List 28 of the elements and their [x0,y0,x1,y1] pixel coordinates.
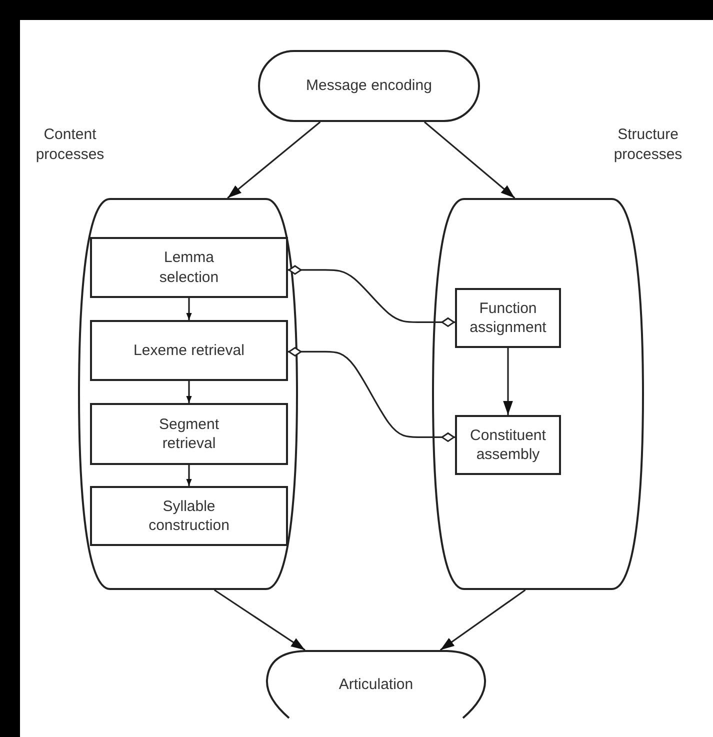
process-box [90,486,288,546]
process-box [455,288,561,348]
process-label: Lexeme retrieval [134,340,244,360]
group-heading: Content processes [34,125,106,164]
arrow [186,298,192,320]
process-label: Articulation [338,675,414,695]
arrow [503,348,513,415]
process-box [455,415,561,475]
terminal-shape [258,50,480,122]
process-box [90,403,288,465]
process-label: Segment retrieval [158,414,220,454]
arrow [214,589,306,651]
process-label: Lemma selection [158,248,220,287]
process-label: Constituent assembly [469,426,547,464]
arrow [440,589,526,651]
group-heading: Structure processes [612,125,684,164]
process-label: Function assignment [468,298,548,338]
arrow [186,381,192,403]
arrow [424,121,516,199]
process-box [90,237,288,298]
connector [288,265,455,327]
arrow [227,121,321,199]
process-box [90,320,288,381]
arrow [186,465,192,486]
process-label: Message encoding [306,76,432,96]
process-label: Syllable construction [148,496,230,536]
terminal-shape [265,650,487,720]
connector [288,346,455,442]
